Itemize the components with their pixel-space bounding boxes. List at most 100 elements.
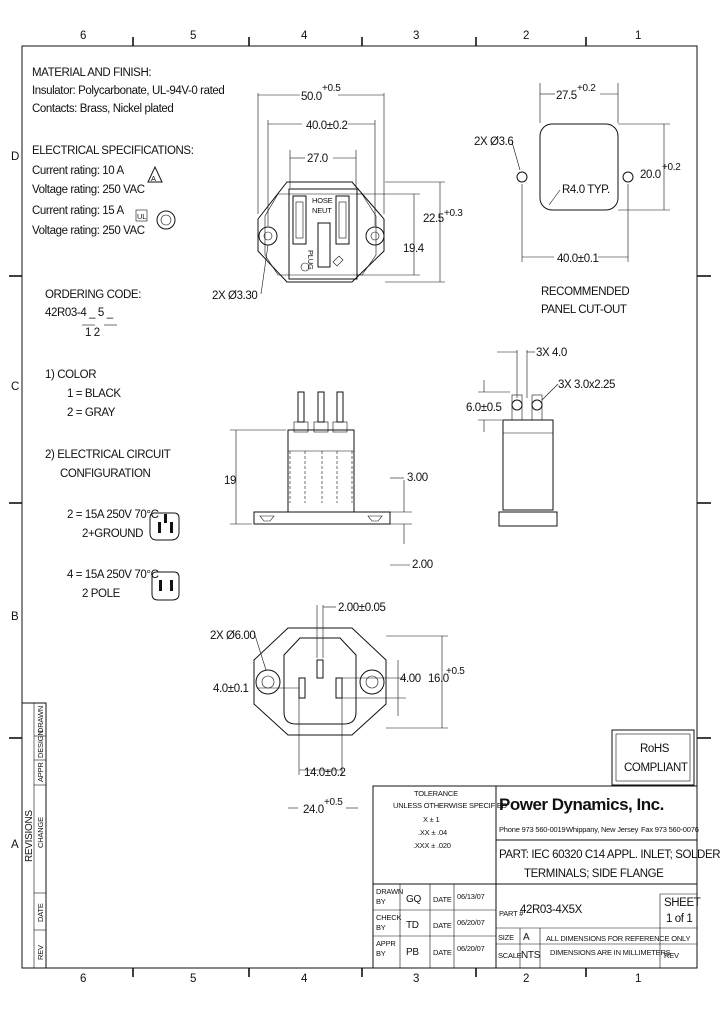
sheet-border <box>21 45 698 969</box>
end-view-body <box>502 419 554 511</box>
revisions-change: CHANGE <box>36 817 45 848</box>
cutout-dim-20-tol: +0.2 <box>662 162 681 173</box>
company-phone: Phone 973 560-0019 <box>499 825 565 834</box>
revisions-block: REVISIONS CHANGE REV DATE APPR DESIGN DR… <box>21 702 47 969</box>
top-view-terminal-2 <box>335 195 350 245</box>
electrical-line-4: Voltage rating: 250 VAC <box>32 225 145 237</box>
end-dim-4: 3X 4.0 <box>536 347 567 359</box>
grid-top-2: 5 <box>190 30 196 42</box>
drawn-date-label: DATE <box>433 895 452 904</box>
reference-note-1: ALL DIMENSIONS FOR REFERENCE ONLY <box>546 934 690 943</box>
cutout-dim-27-5: 27.5 <box>556 90 577 102</box>
reference-note-2: DIMENSIONS ARE IN MILLIMETERS <box>550 948 671 957</box>
panel-cutout-outline <box>539 123 619 211</box>
check-initials: TD <box>406 920 419 931</box>
electrical-line-3: Current rating: 15 A <box>32 205 124 217</box>
dim-22-5-tol: +0.3 <box>444 208 463 219</box>
drawn-initials: GQ <box>406 894 421 905</box>
material-line-2: Contacts: Brass, Nickel plated <box>32 103 173 115</box>
cutout-label-1: RECOMMENDED <box>541 286 629 298</box>
circuit-heading-2: CONFIGURATION <box>60 468 151 480</box>
company-fax: Fax 973 560-0076 <box>641 825 699 834</box>
front-dim-16: 16.0 <box>428 673 449 685</box>
color-heading: 1) COLOR <box>45 369 96 381</box>
size-value: A <box>523 932 530 943</box>
rev-label: REV <box>664 951 679 960</box>
top-view-hole-left <box>258 226 278 246</box>
front-dim-16-tol: +0.5 <box>446 666 465 677</box>
front-dim-14: 14.0±0.2 <box>304 767 345 779</box>
ordering-positions: 1 2 <box>85 327 100 339</box>
end-view: 3X 4.0 3X 3.0x2.25 6.0±0.5 <box>466 347 615 527</box>
grid-bottom-4: 3 <box>413 973 419 985</box>
side-view-body <box>287 429 355 513</box>
grid-left-c: C <box>11 381 19 393</box>
cutout-dim-20: 20.0 <box>640 169 661 181</box>
rohs-line-2: COMPLIANT <box>624 762 688 774</box>
front-view: 2.00±0.05 2X Ø6.00 4.0±0.1 4.00 16.0 +0.… <box>210 602 466 816</box>
tolerance-subtitle: UNLESS OTHERWISE SPECIFIED <box>393 801 508 810</box>
tolerance-title: TOLERANCE <box>414 789 458 798</box>
company-city: Whippany, New Jersey <box>566 825 639 834</box>
triangle-cert-icon: A <box>147 165 163 183</box>
appr-date-label: DATE <box>433 948 452 957</box>
dim-50: 50.0 <box>301 91 322 103</box>
drawn-label-2: BY <box>376 897 386 906</box>
grid-top-5: 2 <box>523 30 529 42</box>
dim-50-tol: +0.5 <box>322 83 341 94</box>
circuit-option-4-line-2: 2 POLE <box>82 588 121 600</box>
front-view-hole-right <box>359 669 385 695</box>
revisions-col-rev: REV <box>36 945 45 960</box>
grid-bottom-6: 1 <box>635 973 641 985</box>
front-dim-24-tol: +0.5 <box>324 797 343 808</box>
front-dim-4-right: 4.00 <box>400 673 421 685</box>
part-line-2: TERMINALS; SIDE FLANGE <box>524 868 664 880</box>
revisions-title: REVISIONS <box>24 810 35 862</box>
check-label-1: CHECK <box>376 913 401 922</box>
cutout-dim-27-5-tol: +0.2 <box>577 83 596 94</box>
grid-top-4: 3 <box>413 30 419 42</box>
front-view-hole-left <box>255 669 281 695</box>
c14-2pin-icon <box>151 571 180 601</box>
grid-top-3: 4 <box>301 30 308 42</box>
color-option-1: 1 = BLACK <box>67 388 121 400</box>
svg-text:UL: UL <box>137 212 146 221</box>
zone-labels: 6 5 4 3 2 1 6 5 4 3 2 1 D C B A <box>11 30 641 985</box>
notes: MATERIAL AND FINISH: Insulator: Polycarb… <box>32 67 225 600</box>
grid-bottom-3: 4 <box>301 973 308 985</box>
cutout-label-2: PANEL CUT-OUT <box>541 304 627 316</box>
part-no-label: PART # <box>499 909 524 918</box>
part-no: 42R03-4X5X <box>520 904 583 916</box>
grid-left-d: D <box>11 151 19 163</box>
zone-ticks <box>9 37 711 977</box>
grid-top-6: 1 <box>635 30 641 42</box>
revisions-col-date: DATE <box>36 903 45 922</box>
electrical-line-1: Current rating: 10 A <box>32 165 124 177</box>
side-dim-2: 2.00 <box>412 559 433 571</box>
grid-left-b: B <box>11 611 19 623</box>
electrical-heading: ELECTRICAL SPECIFICATIONS: <box>32 145 194 157</box>
check-date-label: DATE <box>433 921 452 930</box>
front-view-socket <box>283 637 357 725</box>
circuit-heading-1: 2) ELECTRICAL CIRCUIT <box>45 449 171 461</box>
scale-value: NTS <box>521 950 541 961</box>
top-view-flange <box>257 181 385 283</box>
cutout-radius: R4.0 TYP. <box>562 184 610 196</box>
circuit-option-4-line-1: 4 = 15A 250V 70°C <box>67 569 159 581</box>
cutout-hole-callout: 2X Ø3.6 <box>474 136 513 148</box>
appr-initials: PB <box>406 947 419 958</box>
revisions-col-drawn: DRAWN <box>36 706 45 733</box>
front-dim-4-left: 4.0±0.1 <box>213 683 249 695</box>
grid-top-1: 6 <box>80 30 86 42</box>
top-view-terminal-1 <box>292 195 307 245</box>
dim-40: 40.0±0.2 <box>306 120 347 132</box>
front-dim-24: 24.0 <box>303 804 324 816</box>
front-view-flange <box>253 627 387 736</box>
marking-neut: NEUT <box>312 206 332 215</box>
drawn-label-1: DRAWN <box>376 887 403 896</box>
top-view-hole-callout: 2X Ø3.30 <box>212 290 257 302</box>
dim-27: 27.0 <box>307 153 328 165</box>
grid-bottom-5: 2 <box>523 973 529 985</box>
end-dim-6: 6.0±0.5 <box>466 402 502 414</box>
